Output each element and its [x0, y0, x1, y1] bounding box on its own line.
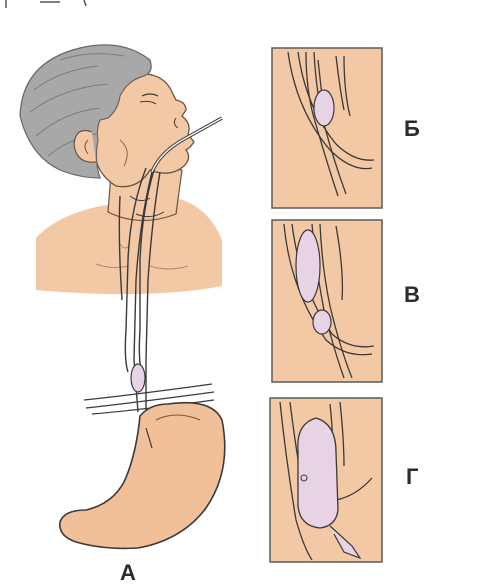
panel-g-balloon [298, 418, 338, 528]
panel-v [272, 220, 382, 382]
panel-b-frame [272, 48, 382, 208]
figure-a-head-and-stomach [20, 45, 225, 549]
panel-b-balloon [314, 90, 334, 126]
panel-b [272, 48, 382, 208]
panel-g [270, 398, 382, 562]
panel-v-balloon-lower [313, 310, 331, 334]
panel-v-balloon-upper [296, 230, 320, 302]
label-g: Г [406, 466, 418, 488]
label-a: А [120, 562, 136, 584]
scan-fragment [6, 0, 86, 8]
stomach [60, 403, 225, 549]
esophageal-balloon [131, 364, 145, 392]
panel-v-frame [272, 220, 382, 382]
label-b: Б [404, 118, 420, 140]
label-v: В [404, 284, 420, 306]
